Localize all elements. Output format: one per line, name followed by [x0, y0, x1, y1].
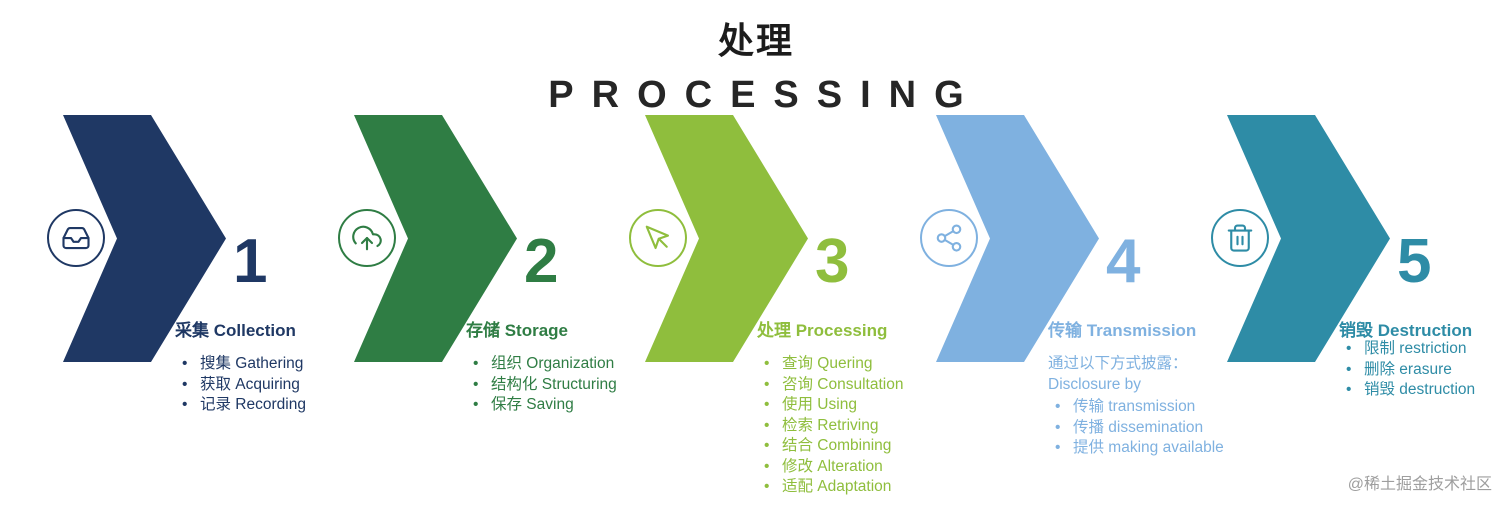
step-item-list: 查询 Quering 咨询 Consultation 使用 Using 检索 R…	[757, 354, 903, 498]
step-heading: 传输 Transmission	[1048, 321, 1197, 340]
chevron-arrow	[354, 115, 517, 362]
list-item: 使用 Using	[757, 395, 903, 416]
step-heading: 采集 Collection	[175, 321, 296, 340]
step-number: 3	[815, 227, 850, 296]
page-header: 处理 PROCESSING	[0, 12, 1512, 117]
step-details: 限制 restriction 删除 erasure 销毁 destruction	[1339, 339, 1475, 401]
chevron-arrow	[645, 115, 808, 362]
step-heading: 销毁 Destruction	[1339, 321, 1473, 340]
step-number: 2	[524, 227, 559, 296]
list-item: 适配 Adaptation	[757, 477, 903, 498]
share-icon	[920, 209, 978, 267]
list-item: 结构化 Structuring	[466, 375, 617, 396]
step-heading: 存储 Storage	[466, 321, 569, 340]
step-number: 1	[233, 227, 268, 296]
step-details: 搜集 Gathering 获取 Acquiring 记录 Recording	[175, 354, 306, 416]
list-item: 查询 Quering	[757, 354, 903, 375]
list-item: 传播 dissemination	[1048, 418, 1224, 439]
list-item: 结合 Combining	[757, 436, 903, 457]
process-steps: 1 采集 Collection 搜集 Gathering 获取 Acquirin…	[47, 115, 1512, 506]
step-item-list: 搜集 Gathering 获取 Acquiring 记录 Recording	[175, 354, 306, 416]
list-item: 限制 restriction	[1339, 339, 1475, 360]
list-item: 检索 Retriving	[757, 416, 903, 437]
step-number: 5	[1397, 227, 1432, 296]
step-number: 4	[1106, 227, 1141, 296]
step-processing: 3 处理 Processing 查询 Quering 咨询 Consultati…	[629, 115, 936, 506]
disclosure-intro: 通过以下方式披露： Disclosure by	[1048, 354, 1224, 395]
step-heading: 处理 Processing	[757, 321, 888, 340]
list-item: 删除 erasure	[1339, 360, 1475, 381]
list-item: 传输 transmission	[1048, 397, 1224, 418]
intro-line: Disclosure by	[1048, 375, 1142, 393]
list-item: 获取 Acquiring	[175, 375, 306, 396]
list-item: 修改 Alteration	[757, 457, 903, 478]
list-item: 保存 Saving	[466, 395, 617, 416]
title-chinese: 处理	[717, 20, 794, 61]
list-item: 搜集 Gathering	[175, 354, 306, 375]
step-destruction: 5 销毁 Destruction 限制 restriction 删除 erasu…	[1211, 115, 1512, 506]
step-details: 通过以下方式披露： Disclosure by 传输 transmission …	[1048, 354, 1224, 459]
cursor-icon	[629, 209, 687, 267]
step-collection: 1 采集 Collection 搜集 Gathering 获取 Acquirin…	[47, 115, 354, 506]
step-item-list: 传输 transmission 传播 dissemination 提供 maki…	[1048, 397, 1224, 459]
step-item-list: 组织 Organization 结构化 Structuring 保存 Savin…	[466, 354, 617, 416]
intro-line: 通过以下方式披露：	[1048, 355, 1188, 372]
list-item: 提供 making available	[1048, 438, 1224, 459]
trash-icon	[1211, 209, 1269, 267]
chevron-arrow	[63, 115, 226, 362]
chevron-arrow	[936, 115, 1099, 362]
step-details: 组织 Organization 结构化 Structuring 保存 Savin…	[466, 354, 617, 416]
list-item: 组织 Organization	[466, 354, 617, 375]
cloud-upload-icon	[338, 209, 396, 267]
watermark: @稀土掘金技术社区	[1347, 476, 1492, 493]
chevron-arrow	[1227, 115, 1390, 362]
step-item-list: 限制 restriction 删除 erasure 销毁 destruction	[1339, 339, 1475, 401]
step-transmission: 4 传输 Transmission 通过以下方式披露： Disclosure b…	[920, 115, 1227, 506]
step-details: 查询 Quering 咨询 Consultation 使用 Using 检索 R…	[757, 354, 903, 498]
list-item: 记录 Recording	[175, 395, 306, 416]
list-item: 销毁 destruction	[1339, 380, 1475, 401]
inbox-icon	[47, 209, 105, 267]
step-storage: 2 存储 Storage 组织 Organization 结构化 Structu…	[338, 115, 645, 506]
title-english: PROCESSING	[548, 74, 982, 116]
list-item: 咨询 Consultation	[757, 375, 903, 396]
